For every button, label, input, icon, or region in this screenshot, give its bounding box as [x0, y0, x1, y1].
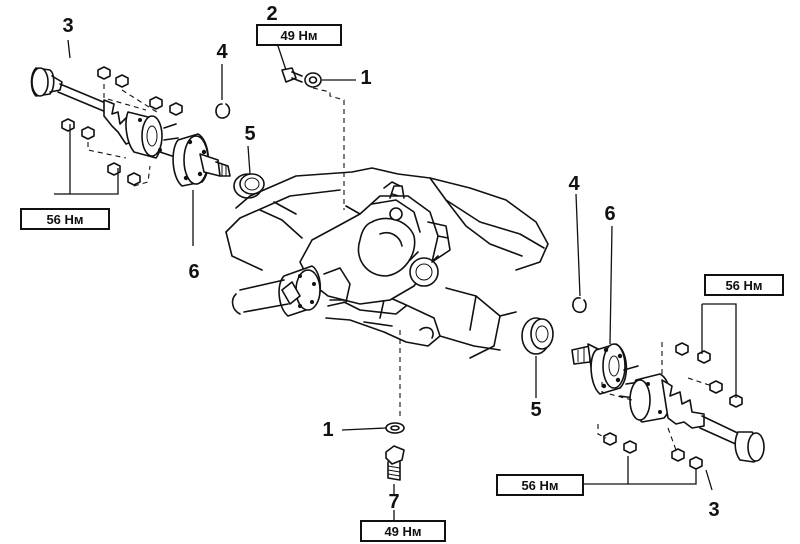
callout-4-left: 4 — [216, 41, 228, 63]
torque-label-right-upper: 56 Нм — [704, 274, 784, 296]
right-oil-seal — [521, 317, 554, 355]
callout-4-right: 4 — [568, 173, 580, 195]
right-snap-ring — [572, 297, 587, 314]
torque-label-right-lower: 56 Нм — [496, 474, 584, 496]
leader-lines — [54, 27, 737, 520]
callout-6-right: 6 — [604, 203, 616, 225]
right-drive-shaft — [619, 365, 765, 463]
left-drive-shaft — [30, 67, 179, 159]
differential-and-frame — [225, 167, 549, 420]
torque-label-bottom-center: 49 Нм — [360, 520, 446, 542]
left-flange-nuts — [61, 66, 183, 187]
callout-5-right: 5 — [530, 399, 542, 421]
bottom-washer-and-bolt — [385, 422, 405, 481]
callout-2: 2 — [266, 3, 278, 25]
left-drive-flange — [172, 133, 231, 187]
callout-1-top: 1 — [360, 67, 372, 89]
right-drive-flange — [571, 343, 628, 395]
callout-5-left: 5 — [244, 123, 256, 145]
torque-label-top-center: 49 Нм — [256, 24, 342, 46]
callout-3-left: 3 — [62, 15, 74, 37]
left-oil-seal — [233, 173, 265, 199]
top-bolt-and-washer — [281, 67, 345, 210]
torque-label-left-flange: 56 Нм — [20, 208, 110, 230]
callout-6-left: 6 — [188, 261, 200, 283]
callout-7: 7 — [388, 491, 400, 513]
callout-3-right: 3 — [708, 499, 720, 521]
left-snap-ring — [215, 103, 231, 119]
callout-1-bottom: 1 — [322, 419, 334, 441]
